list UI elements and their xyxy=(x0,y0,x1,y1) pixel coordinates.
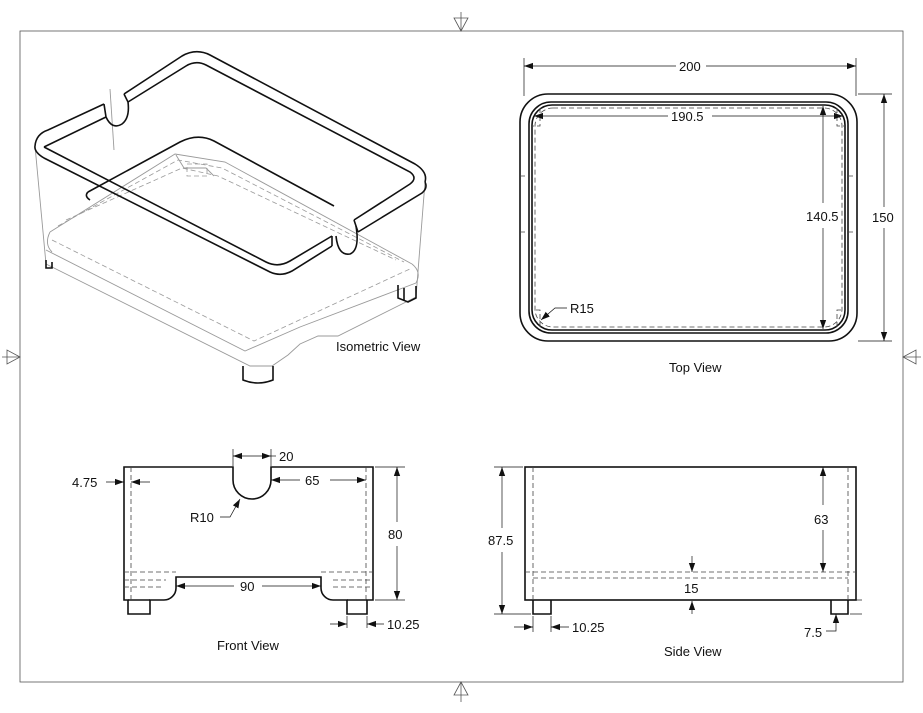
side-view-dimensions: 87.5 63 15 10.25 7.5 xyxy=(488,466,862,640)
side-view-title: Side View xyxy=(664,644,722,659)
dim-notch-radius: R10 xyxy=(190,510,214,525)
dim-notch-offset: 65 xyxy=(305,473,319,488)
dim-inner-width: 190.5 xyxy=(671,109,704,124)
side-outline xyxy=(524,466,857,601)
top-outline xyxy=(519,93,858,342)
dim-side-foot-width: 10.25 xyxy=(572,620,605,635)
dim-overall-width: 200 xyxy=(679,59,701,74)
dim-notch-width: 20 xyxy=(279,449,293,464)
iso-top-rim xyxy=(34,50,427,276)
dim-front-foot-width: 10.25 xyxy=(387,617,420,632)
front-view: 4.75 20 65 R10 80 90 xyxy=(72,449,420,653)
sheet-border xyxy=(19,30,904,683)
isometric-view: Isometric View xyxy=(34,50,427,384)
dim-cutout-width: 90 xyxy=(240,579,254,594)
top-view-title: Top View xyxy=(669,360,722,375)
isometric-view-title: Isometric View xyxy=(336,339,421,354)
front-view-dimensions: 4.75 20 65 R10 80 90 xyxy=(72,449,420,632)
dim-side-inner-height: 63 xyxy=(814,512,828,527)
front-view-title: Front View xyxy=(217,638,280,653)
dim-side-base: 15 xyxy=(684,581,698,596)
side-view: 87.5 63 15 10.25 7.5 Side View xyxy=(488,466,862,659)
dim-front-height: 80 xyxy=(388,527,402,542)
dim-side-height: 87.5 xyxy=(488,533,513,548)
dim-overall-height: 150 xyxy=(872,210,894,225)
dim-corner-radius: R15 xyxy=(570,301,594,316)
top-view: 200 190.5 140.5 150 R15 Top View xyxy=(519,58,894,375)
dim-side-foot-height: 7.5 xyxy=(804,625,822,640)
dim-wall-thickness: 4.75 xyxy=(72,475,97,490)
top-view-dimensions: 200 190.5 140.5 150 R15 xyxy=(523,58,894,342)
centering-marks xyxy=(2,12,921,702)
dim-inner-height: 140.5 xyxy=(806,209,839,224)
